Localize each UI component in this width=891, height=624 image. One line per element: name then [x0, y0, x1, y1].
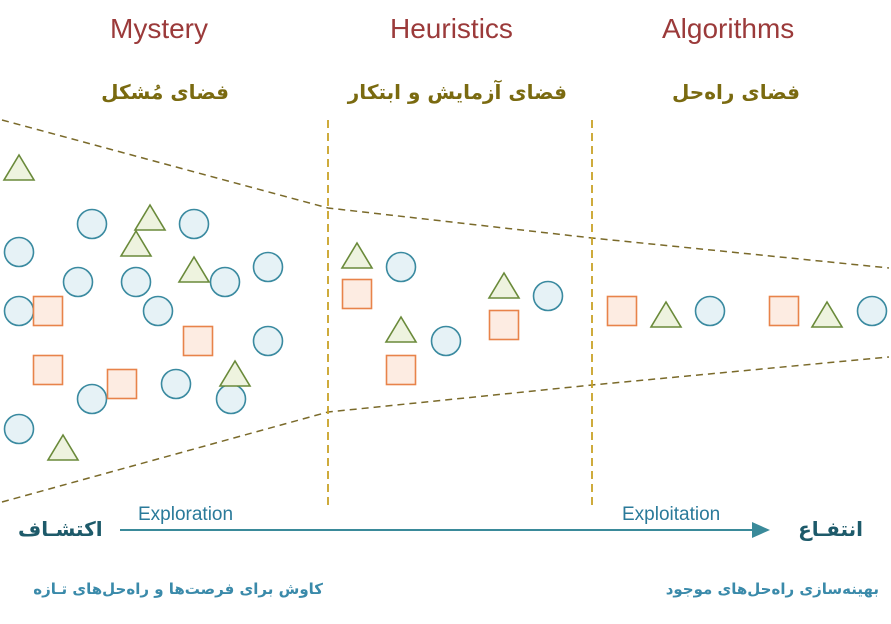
circle-icon	[252, 251, 284, 283]
circle-icon	[120, 266, 152, 298]
funnel-bottom-line	[1, 356, 890, 503]
column-title-mystery: Mystery	[110, 13, 208, 44]
circle-icon	[856, 295, 888, 327]
square-icon	[768, 295, 800, 327]
triangle-icon	[340, 241, 374, 269]
square-icon	[182, 325, 214, 357]
square-icon	[606, 295, 638, 327]
square-icon	[488, 309, 520, 341]
circle-icon	[3, 413, 35, 445]
funnel-top-line	[1, 119, 890, 269]
square-icon	[385, 354, 417, 386]
triangle-icon	[487, 271, 521, 299]
column-subtitle-mystery: فضای مُشکل	[101, 80, 229, 104]
triangle-icon	[177, 255, 211, 283]
axis-label-exploitation: Exploitation	[622, 504, 721, 525]
triangle-icon	[133, 203, 167, 231]
circle-icon	[142, 295, 174, 327]
triangle-icon	[2, 153, 36, 181]
circle-icon	[178, 208, 210, 240]
axis-arrow-head	[752, 522, 770, 538]
square-icon	[32, 295, 64, 327]
column-title-algorithms: Algorithms	[662, 13, 795, 44]
shapes-layer	[2, 153, 888, 461]
circle-icon	[76, 208, 108, 240]
axis-left-end: اکتشـاف	[18, 517, 103, 541]
circle-icon	[532, 280, 564, 312]
column-subtitle-algorithms: فضای راه‌حل	[671, 80, 800, 104]
circle-icon	[160, 368, 192, 400]
triangle-icon	[119, 229, 153, 257]
triangle-icon	[218, 359, 252, 387]
circle-icon	[209, 266, 241, 298]
circle-icon	[252, 325, 284, 357]
circle-icon	[76, 383, 108, 415]
circle-icon	[3, 295, 35, 327]
triangle-icon	[649, 300, 683, 328]
circle-icon	[3, 236, 35, 268]
column-subtitle-heuristics: فضای آزمایش و ابتکار	[347, 80, 567, 104]
circle-icon	[215, 383, 247, 415]
triangle-icon	[810, 300, 844, 328]
square-icon	[341, 278, 373, 310]
column-title-heuristics: Heuristics	[390, 13, 513, 44]
axis-label-exploration: Exploration	[138, 504, 234, 525]
circle-icon	[694, 295, 726, 327]
triangle-icon	[384, 315, 418, 343]
circle-icon	[430, 325, 462, 357]
circle-icon	[62, 266, 94, 298]
square-icon	[106, 368, 138, 400]
triangle-icon	[46, 433, 80, 461]
circle-icon	[385, 251, 417, 283]
caption-exploitation: بهینه‌سازی راه‌حل‌های موجود	[665, 580, 879, 598]
square-icon	[32, 354, 64, 386]
caption-exploration: کاوش برای فرصت‌ها و راه‌حل‌های تـازه	[33, 580, 323, 598]
axis-right-end: انتفـاع	[798, 517, 863, 541]
